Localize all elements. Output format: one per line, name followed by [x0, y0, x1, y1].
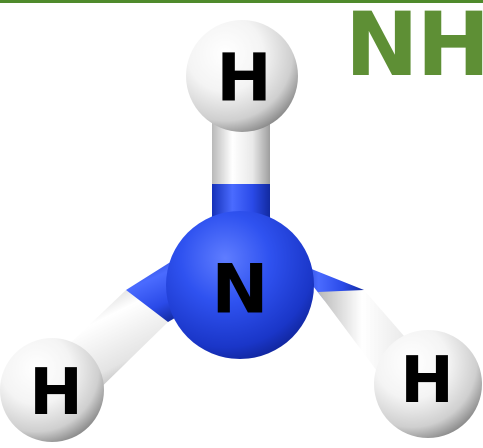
atom-label-h-right: H [400, 344, 454, 418]
nitrogen-atom [166, 211, 314, 359]
hydrogen-atom-right [374, 330, 482, 438]
chemical-formula: NH [345, 0, 483, 96]
hydrogen-atom-top [186, 20, 298, 132]
atom-label-nitrogen: N [212, 251, 269, 330]
atom-label-h-top: H [216, 40, 271, 117]
atom-label-h-left: H [29, 356, 83, 430]
hydrogen-atom-left [0, 338, 104, 442]
top-rule [0, 0, 483, 3]
